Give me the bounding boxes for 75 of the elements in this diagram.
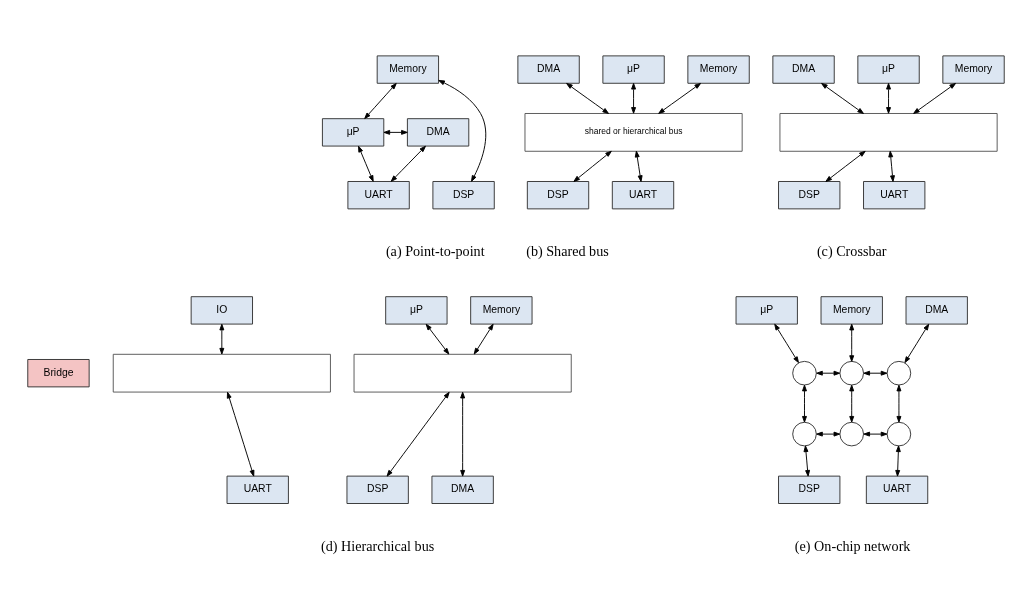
label: (b) Shared bus <box>526 242 609 259</box>
label: (a) Point-to-point <box>385 242 485 259</box>
node-box: DMA <box>905 295 968 325</box>
arrow <box>634 150 643 182</box>
node-box: DSP <box>778 475 841 504</box>
arrow <box>438 79 487 182</box>
node-box: DMA <box>772 54 835 84</box>
node-box: UART <box>865 475 929 504</box>
arrow <box>821 82 864 114</box>
arrow <box>895 444 901 477</box>
arrow <box>896 384 902 423</box>
arrow <box>863 431 888 437</box>
node-box: μP <box>602 54 665 84</box>
arrow <box>219 323 225 354</box>
arrow <box>364 82 397 119</box>
arrow <box>631 82 636 114</box>
arrow <box>386 391 450 477</box>
node-box: DMA <box>406 117 470 147</box>
node-box: UART <box>347 180 410 209</box>
label: (d) Hierarchical bus <box>321 537 435 554</box>
node-box: Memory <box>470 295 533 325</box>
arrow <box>888 150 895 182</box>
node-box: DSP <box>526 180 590 209</box>
arrow <box>816 370 841 376</box>
node-box: Memory <box>942 54 1005 84</box>
arrow <box>383 129 408 135</box>
node-box: Bridge <box>27 358 90 387</box>
arrow <box>849 384 855 423</box>
arrow <box>425 323 450 354</box>
arrow <box>473 323 494 354</box>
label: (c) Crossbar <box>816 242 887 259</box>
node-box: μP <box>385 295 448 325</box>
arrow <box>863 370 888 376</box>
arrow <box>460 391 466 477</box>
node-box: DMA <box>517 54 580 84</box>
node-box: UART <box>226 475 289 504</box>
node-arrow <box>112 353 331 393</box>
node-circle <box>886 360 912 385</box>
node-box: Memory <box>687 54 750 84</box>
arrow <box>886 82 891 114</box>
arrow <box>803 444 811 477</box>
label: (e) On-chip network <box>794 537 911 554</box>
node-box: UART <box>611 180 675 209</box>
node-box: Memory <box>376 54 440 84</box>
arrow <box>849 323 855 362</box>
node-box: DSP <box>346 475 409 504</box>
node-arrow <box>779 112 998 152</box>
arrow <box>825 150 866 182</box>
arrow <box>573 150 612 182</box>
arrow <box>566 82 609 114</box>
node-box: DSP <box>432 180 495 209</box>
node-box: μP <box>321 117 385 147</box>
node-circle <box>792 421 817 446</box>
arrow <box>390 145 426 182</box>
arrow <box>816 431 841 437</box>
node-box: UART <box>863 180 926 209</box>
node-box: DSP <box>778 180 841 209</box>
arrow <box>658 82 701 114</box>
node-box: μP <box>857 54 920 84</box>
node-box: DMA <box>431 475 494 504</box>
node-box: IO <box>190 295 253 325</box>
node-circle <box>792 360 817 385</box>
arrow <box>904 323 930 363</box>
node-box: shared or hierarchical bus <box>524 112 743 152</box>
node-circle <box>886 421 912 446</box>
arrow <box>802 384 807 423</box>
node-box: Memory <box>820 295 883 325</box>
arrow <box>774 323 799 363</box>
arrow <box>226 391 255 477</box>
arrow <box>913 82 956 114</box>
node-circle <box>839 360 864 385</box>
node-arrow <box>353 353 572 393</box>
arrow <box>358 145 374 182</box>
node-box: μP <box>735 295 798 325</box>
node-circle <box>839 421 864 446</box>
